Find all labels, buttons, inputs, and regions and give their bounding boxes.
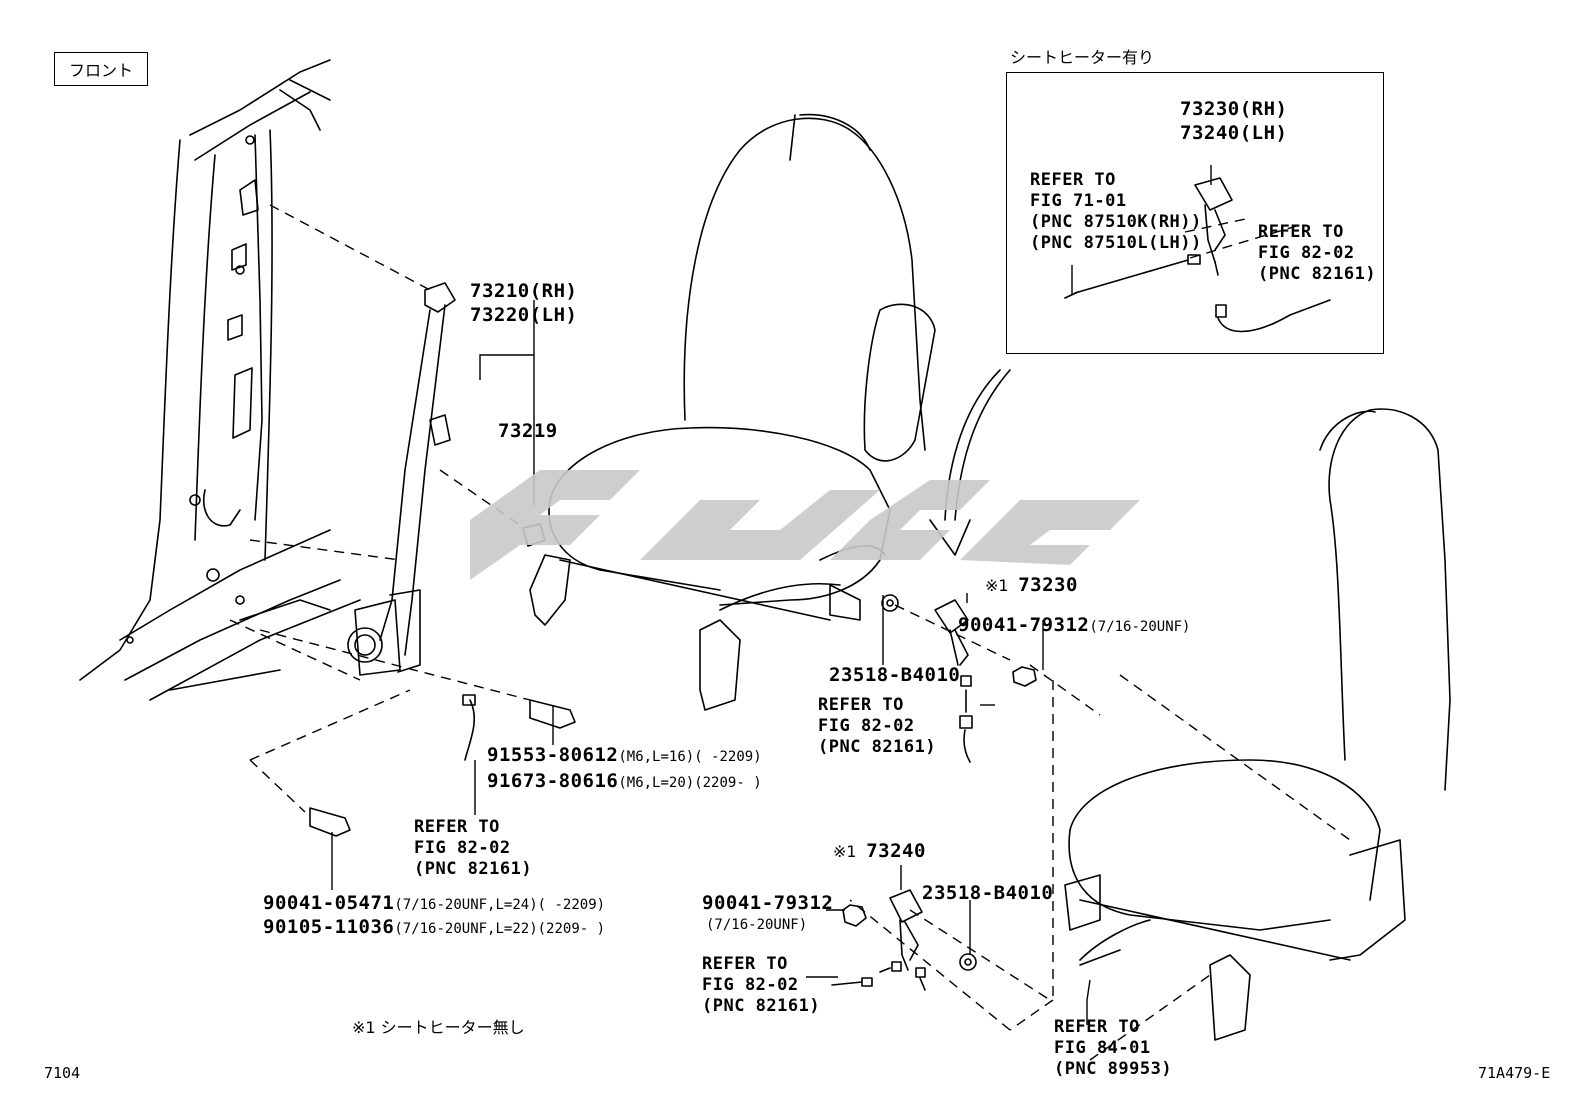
buckle-rh-refer-line-1: REFER TO — [818, 695, 904, 715]
bolt-d-spec: (7/16-20UNF,L=22)(2209- ) — [394, 921, 606, 937]
buckle-lh-refer[interactable]: REFER TO FIG 82-02 (PNC 82161) — [702, 954, 820, 1017]
belt-part-rh[interactable]: 73210(RH) — [470, 280, 578, 302]
front-seat-center-illustration — [529, 113, 936, 711]
inset-refer-left-line-4: (PNC 87510L(LH)) — [1030, 233, 1202, 253]
inset-title: シートヒーター有り — [1010, 48, 1155, 67]
b-pillar-body-illustration — [79, 59, 361, 701]
page-code-left: 7104 — [44, 1064, 81, 1082]
belt-refer-line-2: FIG 82-02 — [414, 838, 511, 858]
inset-refer-left-line-3: (PNC 87510K(RH)) — [1030, 212, 1202, 232]
buckle-rh-refer-line-2: FIG 82-02 — [818, 716, 915, 736]
inset-refer-left[interactable]: REFER TO FIG 71-01 (PNC 87510K(RH)) (PNC… — [1030, 170, 1202, 254]
bolt-c-number: 90041-05471 — [263, 892, 395, 914]
bolt-a-number: 91553-80612 — [487, 744, 619, 766]
bolt-b-number: 91673-80616 — [487, 770, 619, 792]
inset-refer-right-line-2: FIG 82-02 — [1258, 243, 1355, 263]
belt-refer-line-3: (PNC 82161) — [414, 859, 533, 879]
buckle-lh-refer-line-2: FIG 82-02 — [702, 975, 799, 995]
bolt-c-spec: (7/16-20UNF,L=24)( -2209) — [394, 897, 606, 913]
inset-refer-left-line-1: REFER TO — [1030, 170, 1116, 190]
belt-cover-part[interactable]: 73219 — [498, 420, 558, 442]
watermark-logo — [470, 470, 1140, 580]
inset-refer-right-line-3: (PNC 82161) — [1258, 264, 1377, 284]
bolt-a-row[interactable]: 91553-80612(M6,L=16)( -2209) — [487, 746, 762, 765]
inset-part-rh[interactable]: 73230(RH) — [1180, 98, 1288, 120]
center-buckle-illustration — [881, 594, 1037, 763]
buckle-lh-refer-line-1: REFER TO — [702, 954, 788, 974]
buckle-rh-refer[interactable]: REFER TO FIG 82-02 (PNC 82161) — [818, 695, 936, 758]
front-direction-label: フロント — [54, 52, 148, 86]
buckle-lh-washer[interactable]: 23518-B4010 — [922, 882, 1054, 904]
seat-refer-line-3: (PNC 89953) — [1054, 1059, 1173, 1079]
buckle-rh-nut-row[interactable]: 90041-79312(7/16-20UNF) — [958, 616, 1191, 635]
lower-buckle-illustration — [831, 889, 977, 991]
buckle-rh-nut-spec: (7/16-20UNF) — [1089, 619, 1191, 635]
buckle-rh-row[interactable]: ※1 73230 — [985, 576, 1078, 595]
buckle-lh-nut-spec: (7/16-20UNF) — [706, 917, 808, 933]
seat-refer-line-1: REFER TO — [1054, 1017, 1140, 1037]
buckle-rh-mark: ※1 — [985, 576, 1009, 595]
buckle-rh-part: 73230 — [1018, 574, 1078, 596]
bolt-a-spec: (M6,L=16)( -2209) — [618, 749, 762, 765]
buckle-lh-part: 73240 — [866, 840, 926, 862]
buckle-lh-nut[interactable]: 90041-79312 — [702, 892, 834, 914]
belt-refer[interactable]: REFER TO FIG 82-02 (PNC 82161) — [414, 817, 532, 880]
front-seat-right-illustration — [1064, 408, 1451, 1041]
seat-refer[interactable]: REFER TO FIG 84-01 (PNC 89953) — [1054, 1017, 1172, 1080]
buckle-rh-nut: 90041-79312 — [958, 614, 1090, 636]
inset-box — [1006, 72, 1384, 354]
phantom-lines — [229, 204, 1351, 1061]
inset-refer-right-line-1: REFER TO — [1258, 222, 1344, 242]
bolt-c-row[interactable]: 90041-05471(7/16-20UNF,L=24)( -2209) — [263, 894, 605, 913]
footnote: ※1 シートヒーター無し — [352, 1018, 525, 1037]
bolt-b-spec: (M6,L=20)(2209- ) — [618, 775, 762, 791]
seat-refer-line-2: FIG 84-01 — [1054, 1038, 1151, 1058]
buckle-rh-washer[interactable]: 23518-B4010 — [829, 664, 961, 686]
buckle-lh-row[interactable]: ※1 73240 — [833, 842, 926, 861]
seat-belt-retractor-illustration — [347, 282, 456, 676]
buckle-lh-mark: ※1 — [833, 842, 857, 861]
bolt-d-row[interactable]: 90105-11036(7/16-20UNF,L=22)(2209- ) — [263, 918, 605, 937]
bolt-b-row[interactable]: 91673-80616(M6,L=20)(2209- ) — [487, 772, 762, 791]
page-code-right: 71A479-E — [1478, 1064, 1551, 1082]
buckle-rh-refer-line-3: (PNC 82161) — [818, 737, 937, 757]
belt-refer-line-1: REFER TO — [414, 817, 500, 837]
inset-refer-right[interactable]: REFER TO FIG 82-02 (PNC 82161) — [1258, 222, 1376, 285]
bolt-d-number: 90105-11036 — [263, 916, 395, 938]
inset-refer-left-line-2: FIG 71-01 — [1030, 191, 1127, 211]
inset-part-lh[interactable]: 73240(LH) — [1180, 122, 1288, 144]
belt-part-lh[interactable]: 73220(LH) — [470, 304, 578, 326]
buckle-lh-refer-line-3: (PNC 82161) — [702, 996, 821, 1016]
